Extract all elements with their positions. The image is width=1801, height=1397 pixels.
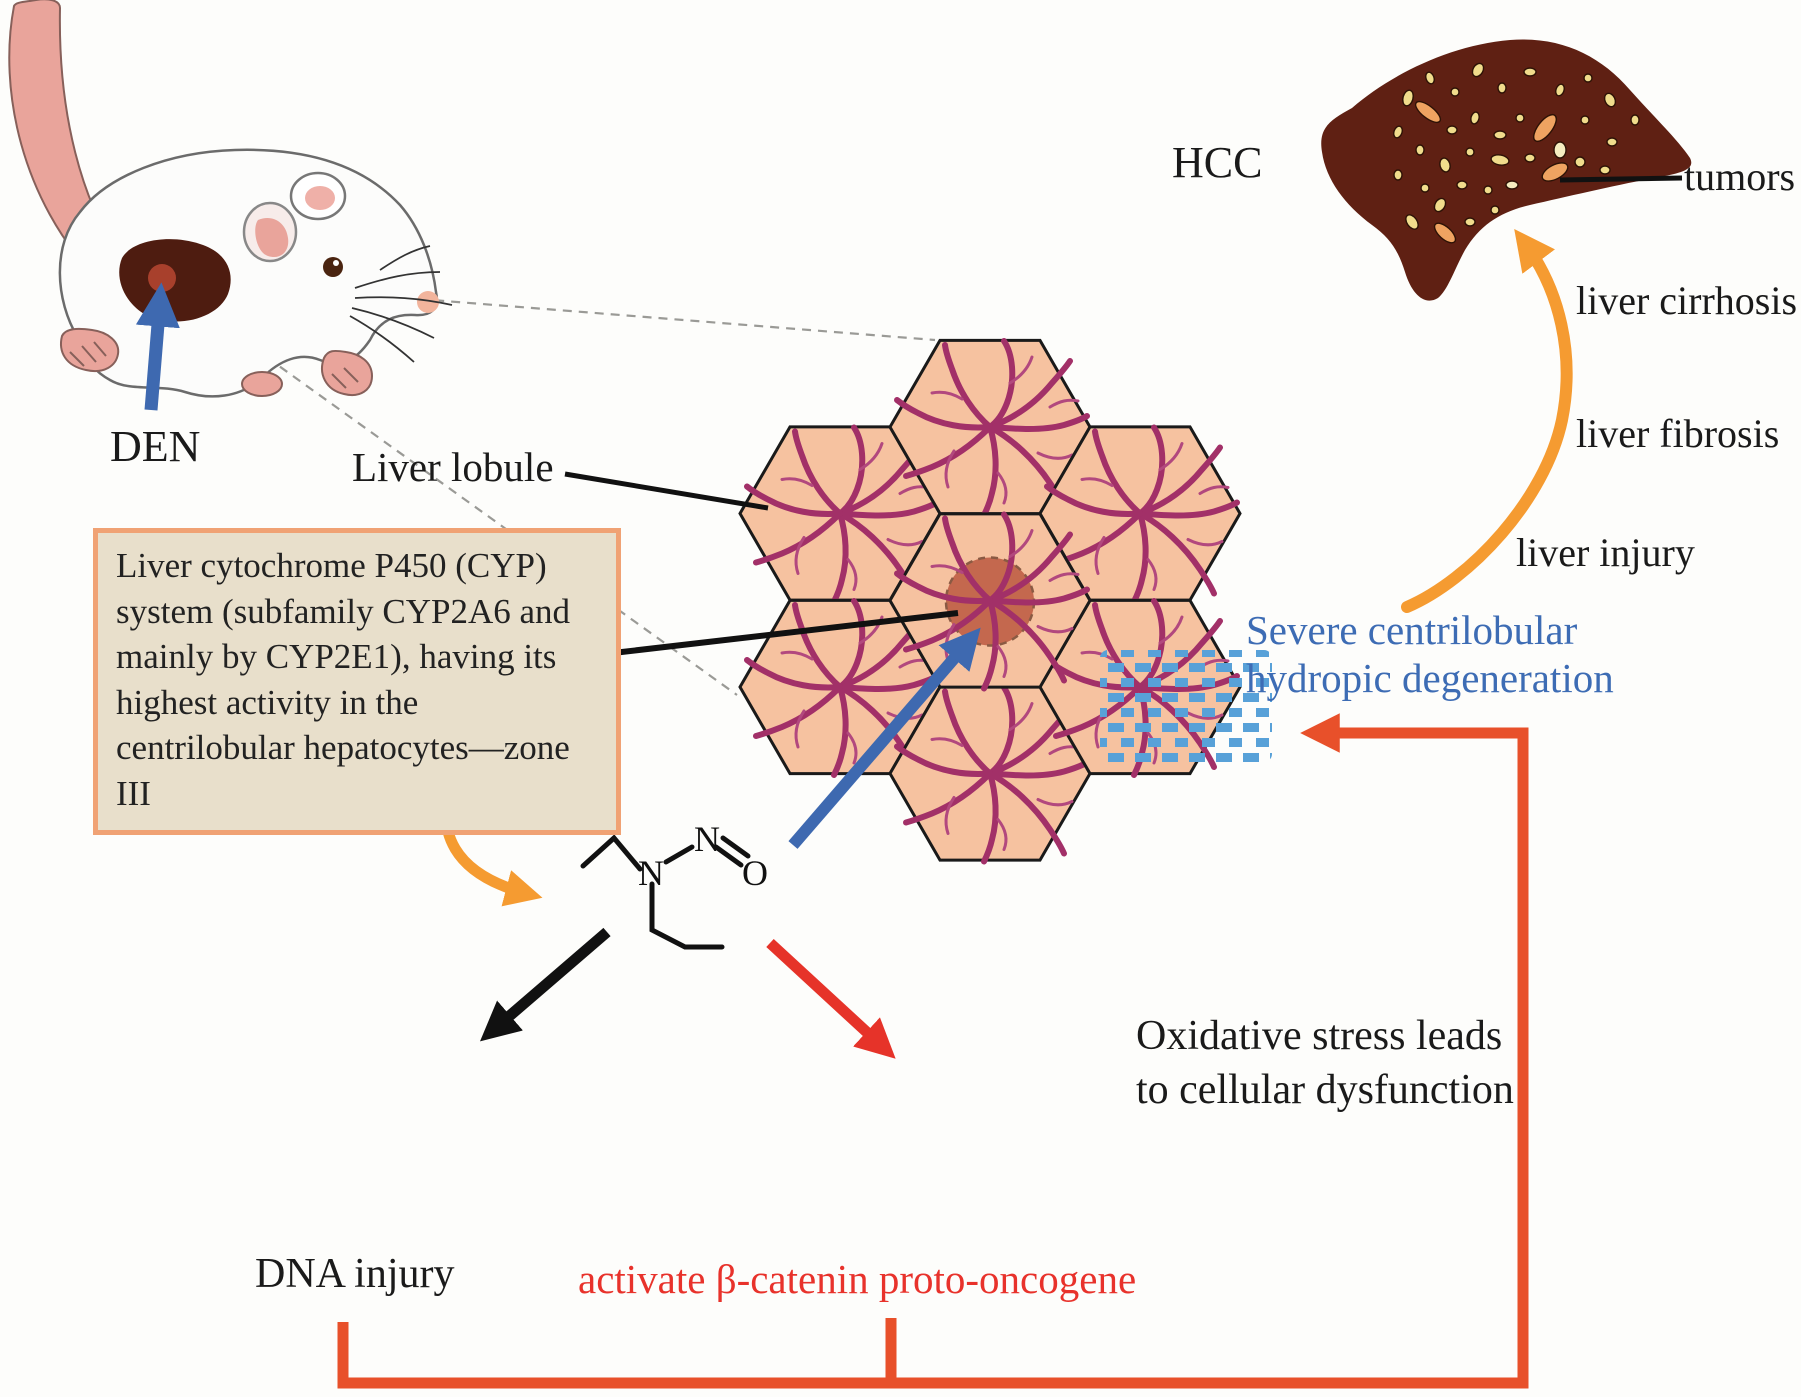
mouse-second-paw: [241, 371, 283, 397]
mouse-front-paw: [321, 349, 374, 396]
dna-injury-label: DNA injury: [255, 1251, 455, 1297]
atom-o: O: [742, 853, 768, 893]
mouse-illustration: [8, 0, 453, 411]
mouse-ear-front-inner: [255, 218, 289, 258]
mouse-rear-foot: [60, 327, 120, 372]
liver-lobule-honeycomb: [740, 340, 1272, 861]
dna-helix-oncogene: [813, 1027, 1015, 1259]
mouse-whiskers: [349, 245, 453, 363]
atom-n-amine: N: [638, 853, 664, 893]
den-injection-site: [148, 264, 176, 292]
tumors-label: tumors: [1684, 154, 1796, 199]
dna-injury-arrow: [479, 927, 611, 1042]
cyp-info-box: Liver cytochrome P450 (CYP) system (subf…: [93, 528, 621, 835]
mouse-ear-back-inner: [305, 186, 335, 210]
hydropic-degeneration-dashes: [1100, 650, 1272, 762]
liver-lobule-pointer-line: [564, 471, 769, 511]
tumors-pointer-line: [1559, 175, 1683, 183]
molecule-to-lobule-arrow: [788, 627, 981, 849]
liver-fibrosis-label: liver fibrosis: [1576, 411, 1780, 456]
mouse-eye-glint: [333, 260, 339, 266]
tumor-spots: [1393, 62, 1640, 244]
beta-catenin-label: activate β-catenin proto-oncogene: [578, 1256, 1137, 1302]
severe-centrilobular-label: Severe centrilobular hydropic degenerati…: [1246, 607, 1614, 702]
progression-arrow: [1401, 228, 1573, 613]
beta-catenin-arrow: [766, 938, 896, 1059]
den-molecule-bonds: [580, 834, 751, 950]
liver-injury-label: liver injury: [1516, 530, 1695, 575]
liver-cirrhosis-label: liver cirrhosis: [1576, 278, 1798, 323]
hcc-liver-shape: [1321, 39, 1692, 301]
oxidative-stress-label: Oxidative stress leads to cellular dysfu…: [1136, 1013, 1514, 1113]
hcc-label: HCC: [1172, 138, 1263, 187]
cyp-info-text: Liver cytochrome P450 (CYP) system (subf…: [116, 546, 571, 813]
dna-helix-injured: #dna1 .strandA{stroke:#6e4423;} #dna1 .s…: [287, 1015, 489, 1247]
liver-lobule-label: Liver lobule: [352, 444, 554, 490]
box-to-circle-pointer-line: [612, 610, 959, 656]
den-arrow: [135, 282, 180, 411]
mouse-nose: [417, 291, 439, 313]
hcc-liver-illustration: [1321, 39, 1692, 301]
mouse-eye: [323, 257, 343, 277]
den-label: DEN: [110, 422, 201, 471]
outcome-bracket-arrow: [337, 713, 1529, 1389]
atom-n-nitroso: N: [694, 819, 720, 859]
